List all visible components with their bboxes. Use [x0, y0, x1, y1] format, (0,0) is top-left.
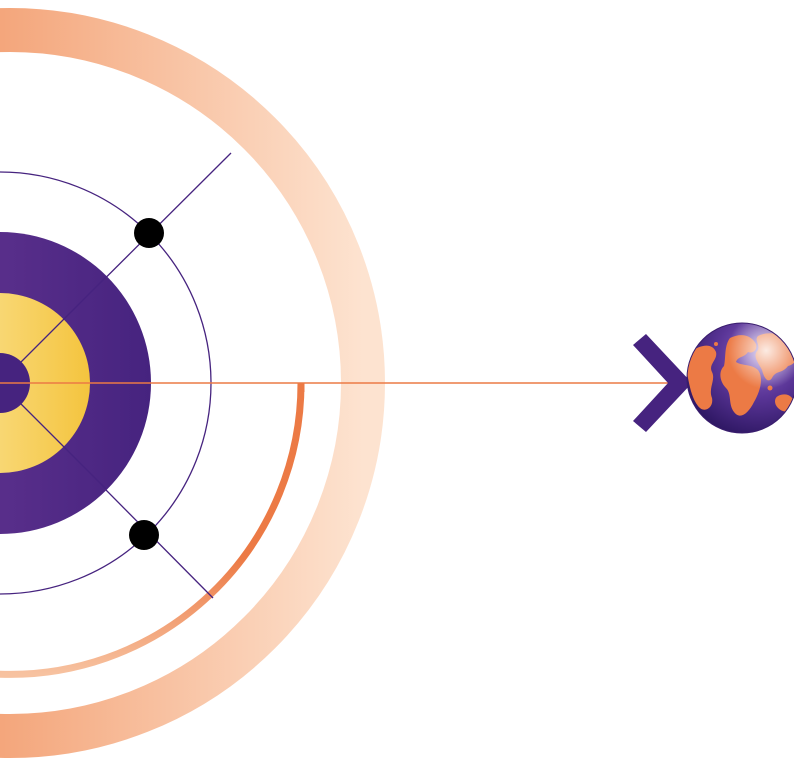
- globe-icon: [687, 323, 794, 433]
- node-dot-lower: [129, 520, 159, 550]
- node-dot-upper: [134, 218, 164, 248]
